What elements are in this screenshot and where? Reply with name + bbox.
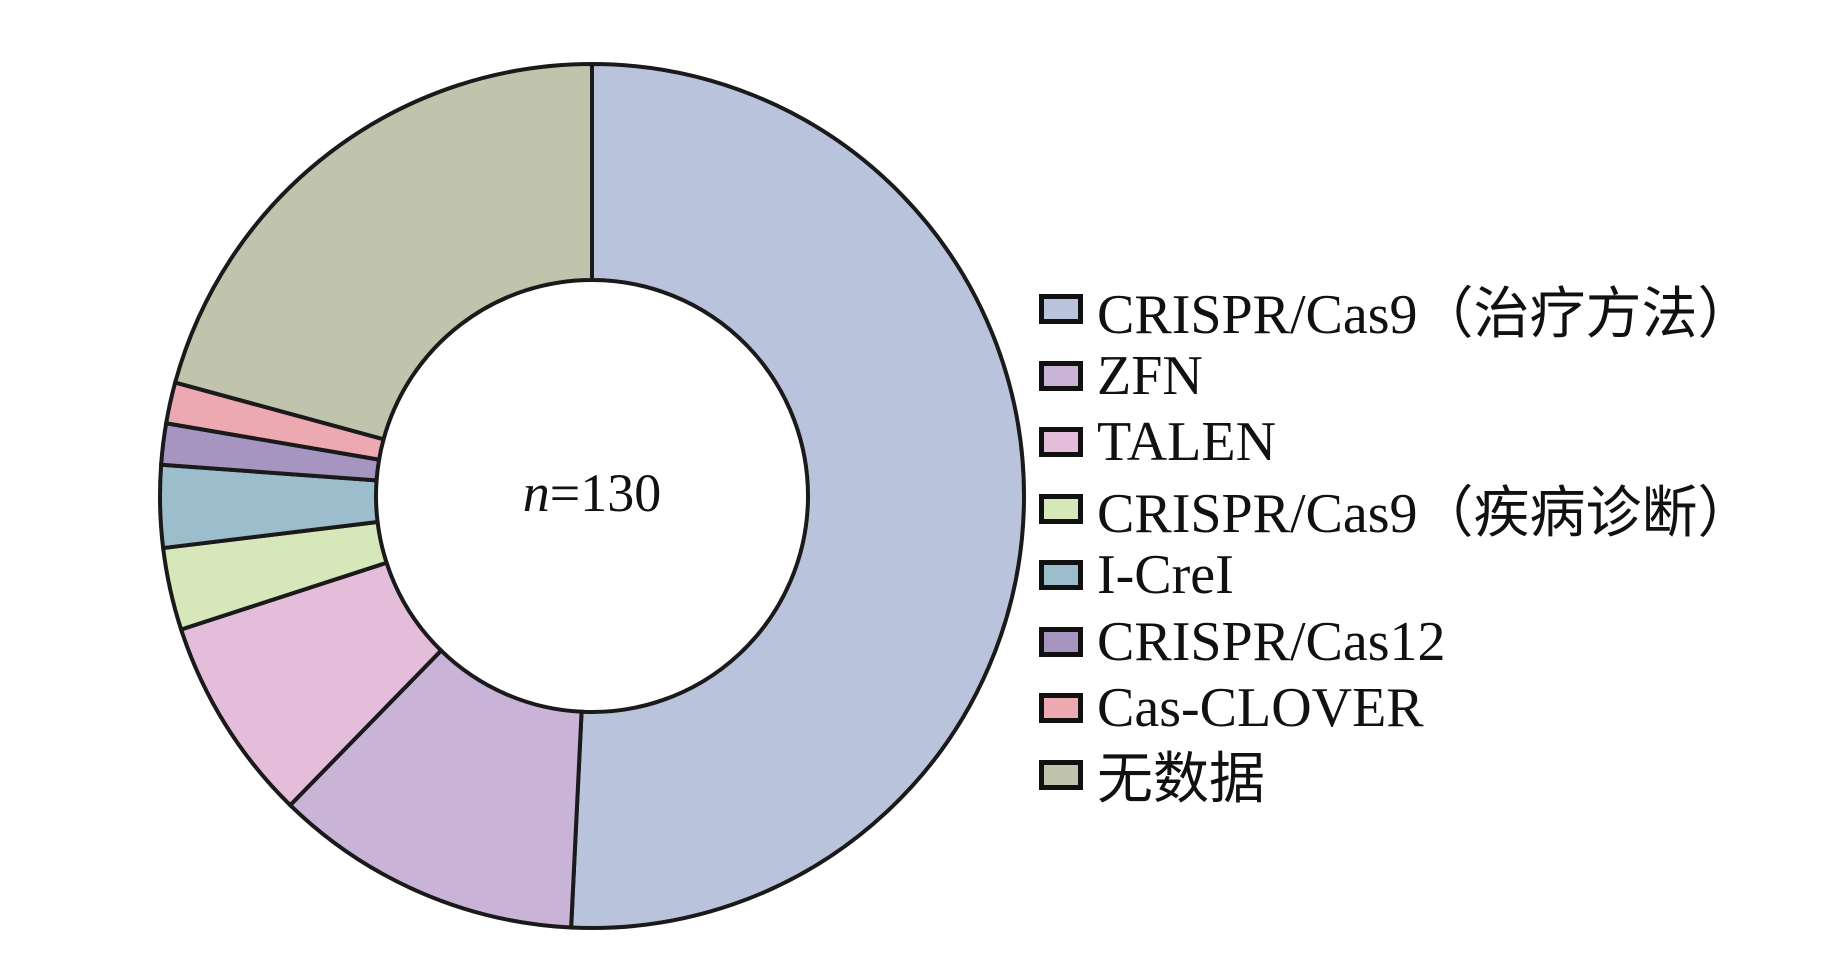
legend-item: CRISPR/Cas12 xyxy=(1039,609,1754,676)
legend-item: TALEN xyxy=(1039,409,1754,476)
donut-slice-0 xyxy=(569,61,1026,930)
donut-slice-1 xyxy=(287,647,584,930)
legend-swatch xyxy=(1039,626,1083,657)
legend-item: ZFN xyxy=(1039,343,1754,410)
center-label-n: n xyxy=(522,463,550,523)
legend-label: TALEN xyxy=(1097,411,1277,474)
legend-swatch xyxy=(1039,759,1083,790)
legend-item: Cas-CLOVER xyxy=(1039,675,1754,742)
legend-swatch xyxy=(1039,693,1083,724)
legend-label: I-CreI xyxy=(1097,544,1234,607)
center-label: n=130 xyxy=(492,462,692,524)
legend-swatch xyxy=(1039,493,1083,524)
legend-item: I-CreI xyxy=(1039,542,1754,609)
legend-swatch xyxy=(1039,294,1083,325)
legend-item: CRISPR/Cas9（治疗方法） xyxy=(1039,276,1754,346)
legend-label: CRISPR/Cas9（疾病诊断） xyxy=(1097,483,1754,546)
legend-item: CRISPR/Cas9（疾病诊断） xyxy=(1039,476,1754,545)
center-label-value: =130 xyxy=(549,463,662,523)
legend-label: Cas-CLOVER xyxy=(1097,677,1424,740)
legend-label: 无数据 xyxy=(1097,749,1265,812)
legend-label: ZFN xyxy=(1097,344,1203,407)
legend-label: CRISPR/Cas9（治疗方法） xyxy=(1097,283,1754,346)
donut-slice-7 xyxy=(172,61,594,442)
legend-swatch xyxy=(1039,427,1083,458)
legend-swatch xyxy=(1039,560,1083,591)
legend-label: CRISPR/Cas12 xyxy=(1097,610,1446,673)
legend-swatch xyxy=(1039,360,1083,391)
legend-item: 无数据 xyxy=(1039,742,1754,811)
